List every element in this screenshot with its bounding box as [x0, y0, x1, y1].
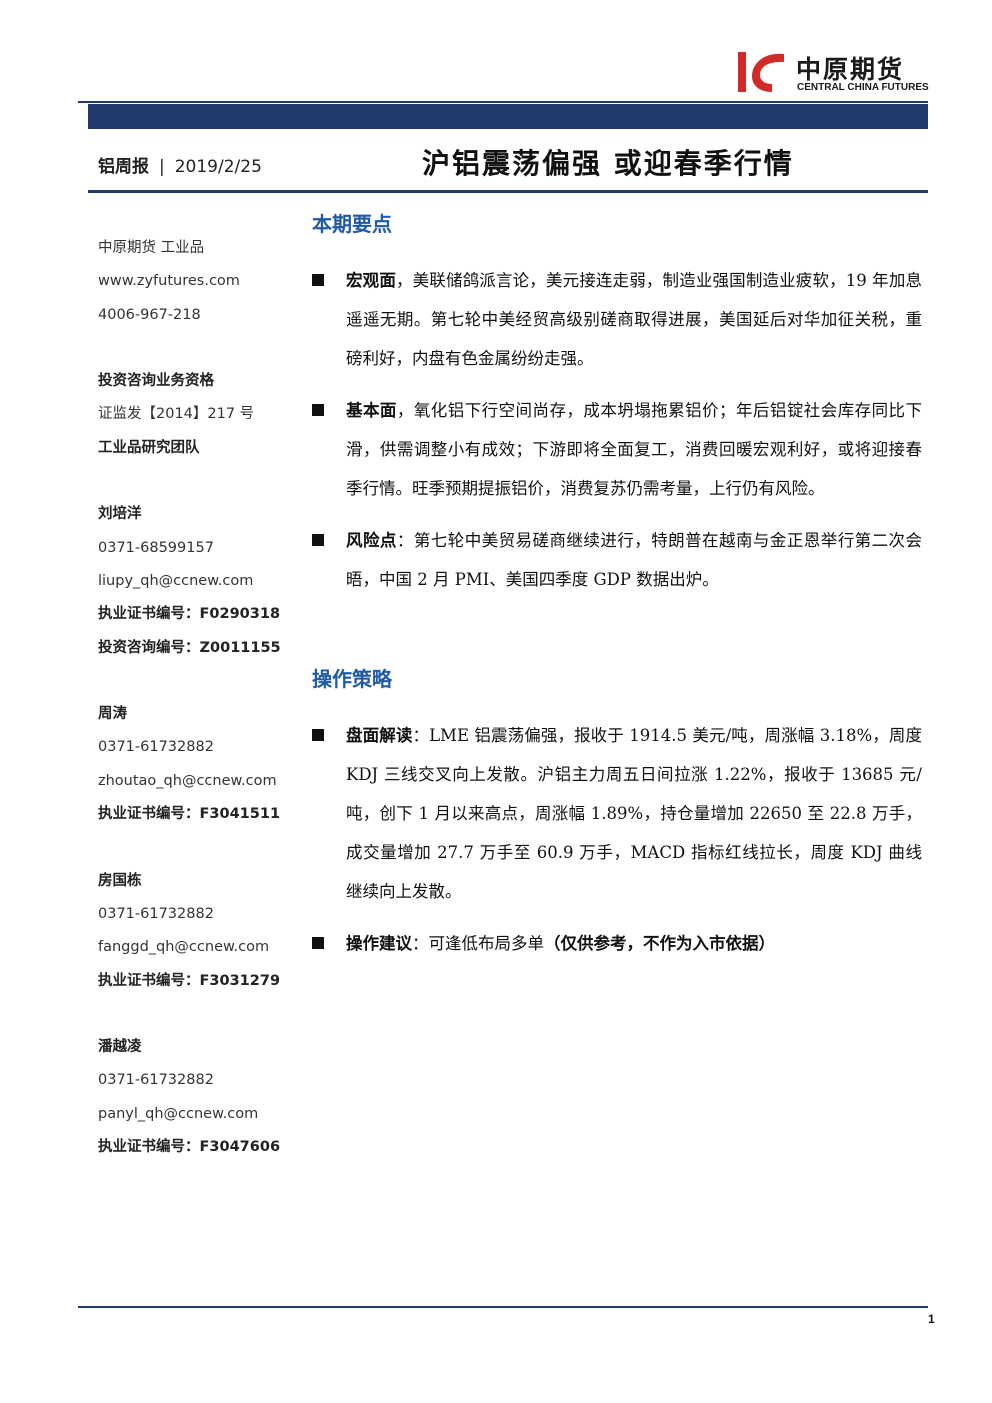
list-item: 基本面，氧化铝下行空间尚存，成本坍塌拖累铝价；年后铝锭社会库存同比下滑，供需调整…	[312, 391, 922, 508]
highlights-heading: 本期要点	[312, 212, 392, 236]
strategy-list: 盘面解读：LME 铝震荡偏强，报收于 1914.5 美元/吨，周涨幅 3.18%…	[312, 716, 922, 976]
analyst-consult-id: 投资咨询编号：Z0011155	[98, 639, 281, 656]
item-heading: 风险点	[346, 531, 397, 550]
item-heading: 基本面	[346, 401, 397, 420]
footer-rule	[78, 1306, 928, 1308]
analyst-cert: 执业证书编号：F3047606	[98, 1139, 281, 1156]
bullet-square-icon	[312, 937, 324, 949]
analyst-phone: 0371-68599157	[98, 539, 214, 556]
report-type: 铝周报	[98, 157, 149, 177]
list-item: 宏观面，美联储鸽派言论，美元接连走弱，制造业强国制造业疲软，19 年加息遥遥无期…	[312, 261, 922, 378]
sidebar: 中原期货 工业品 www.zyfutures.com 4006-967-218 …	[98, 232, 308, 1164]
list-item: 操作建议：可逢低布局多单（仅供参考，不作为入市依据）	[312, 924, 922, 963]
title-rule	[88, 190, 928, 193]
item-text: ：LME 铝震荡偏强，报收于 1914.5 美元/吨，周涨幅 3.18%，周度 …	[346, 726, 923, 901]
header-band	[88, 104, 928, 129]
analyst-phone: 0371-61732882	[98, 1072, 214, 1089]
item-text: ：第七轮中美贸易磋商继续进行，特朗普在越南与金正恩举行第二次会晤，中国 2 月 …	[346, 531, 923, 589]
analyst-name: 潘越凌	[98, 1039, 142, 1056]
header-rule	[78, 101, 928, 103]
bullet-square-icon	[312, 274, 324, 286]
logo-name-cn: 中原期货	[796, 55, 905, 84]
analyst-name: 刘培洋	[98, 506, 142, 523]
company-hotline: 4006-967-218	[98, 306, 201, 323]
analyst-cert: 执业证书编号：F3031279	[98, 972, 281, 989]
bullet-square-icon	[312, 729, 324, 741]
bullet-square-icon	[312, 534, 324, 546]
item-text: ，美联储鸽派言论，美元接连走弱，制造业强国制造业疲软，19 年加息遥遥无期。第七…	[346, 271, 922, 368]
page-number: 1	[928, 1312, 935, 1326]
disclaimer-note: （仅供参考，不作为入市依据）	[544, 934, 775, 953]
list-item: 风险点：第七轮中美贸易磋商继续进行，特朗普在越南与金正恩举行第二次会晤，中国 2…	[312, 521, 922, 599]
analyst-phone: 0371-61732882	[98, 905, 214, 922]
analyst-email: panyl_qh@ccnew.com	[98, 1105, 259, 1122]
analyst-email: fanggd_qh@ccnew.com	[98, 939, 270, 956]
report-date: 2019/2/25	[174, 157, 262, 177]
logo-name-en: CENTRAL CHINA FUTURES	[797, 82, 929, 93]
report-title: 沪铝震荡偏强 或迎春季行情	[422, 147, 794, 180]
company-line: 中原期货 工业品	[98, 240, 205, 256]
item-heading: 宏观面	[346, 271, 396, 290]
analyst-name: 周涛	[98, 706, 127, 723]
analyst-phone: 0371-61732882	[98, 739, 214, 756]
qualification-line: 投资咨询业务资格	[98, 373, 214, 390]
logo-mark-icon	[738, 52, 784, 92]
report-meta: 铝周报 | 2019/2/25	[98, 152, 262, 177]
company-logo: 中原期货 CENTRAL CHINA FUTURES	[738, 48, 938, 96]
company-website: www.zyfutures.com	[98, 273, 240, 290]
item-heading: 盘面解读	[346, 726, 413, 745]
bullet-square-icon	[312, 404, 324, 416]
analyst-cert: 执业证书编号：F3041511	[98, 806, 281, 823]
meta-separator: |	[159, 157, 165, 177]
analyst-email: liupy_qh@ccnew.com	[98, 572, 254, 589]
item-text: ，氧化铝下行空间尚存，成本坍塌拖累铝价；年后铝锭社会库存同比下滑，供需调整小有成…	[346, 401, 923, 498]
strategy-heading: 操作策略	[312, 667, 392, 691]
highlights-list: 宏观面，美联储鸽派言论，美元接连走弱，制造业强国制造业疲软，19 年加息遥遥无期…	[312, 261, 922, 612]
qualification-line: 证监发【2014】217 号	[98, 406, 255, 423]
team-name: 工业品研究团队	[98, 439, 200, 456]
analyst-cert: 执业证书编号：F0290318	[98, 606, 281, 623]
analyst-name: 房国栋	[98, 872, 142, 889]
item-heading: 操作建议	[346, 934, 412, 953]
item-text: ：可逢低布局多单	[412, 934, 544, 953]
list-item: 盘面解读：LME 铝震荡偏强，报收于 1914.5 美元/吨，周涨幅 3.18%…	[312, 716, 922, 911]
analyst-email: zhoutao_qh@ccnew.com	[98, 772, 277, 789]
